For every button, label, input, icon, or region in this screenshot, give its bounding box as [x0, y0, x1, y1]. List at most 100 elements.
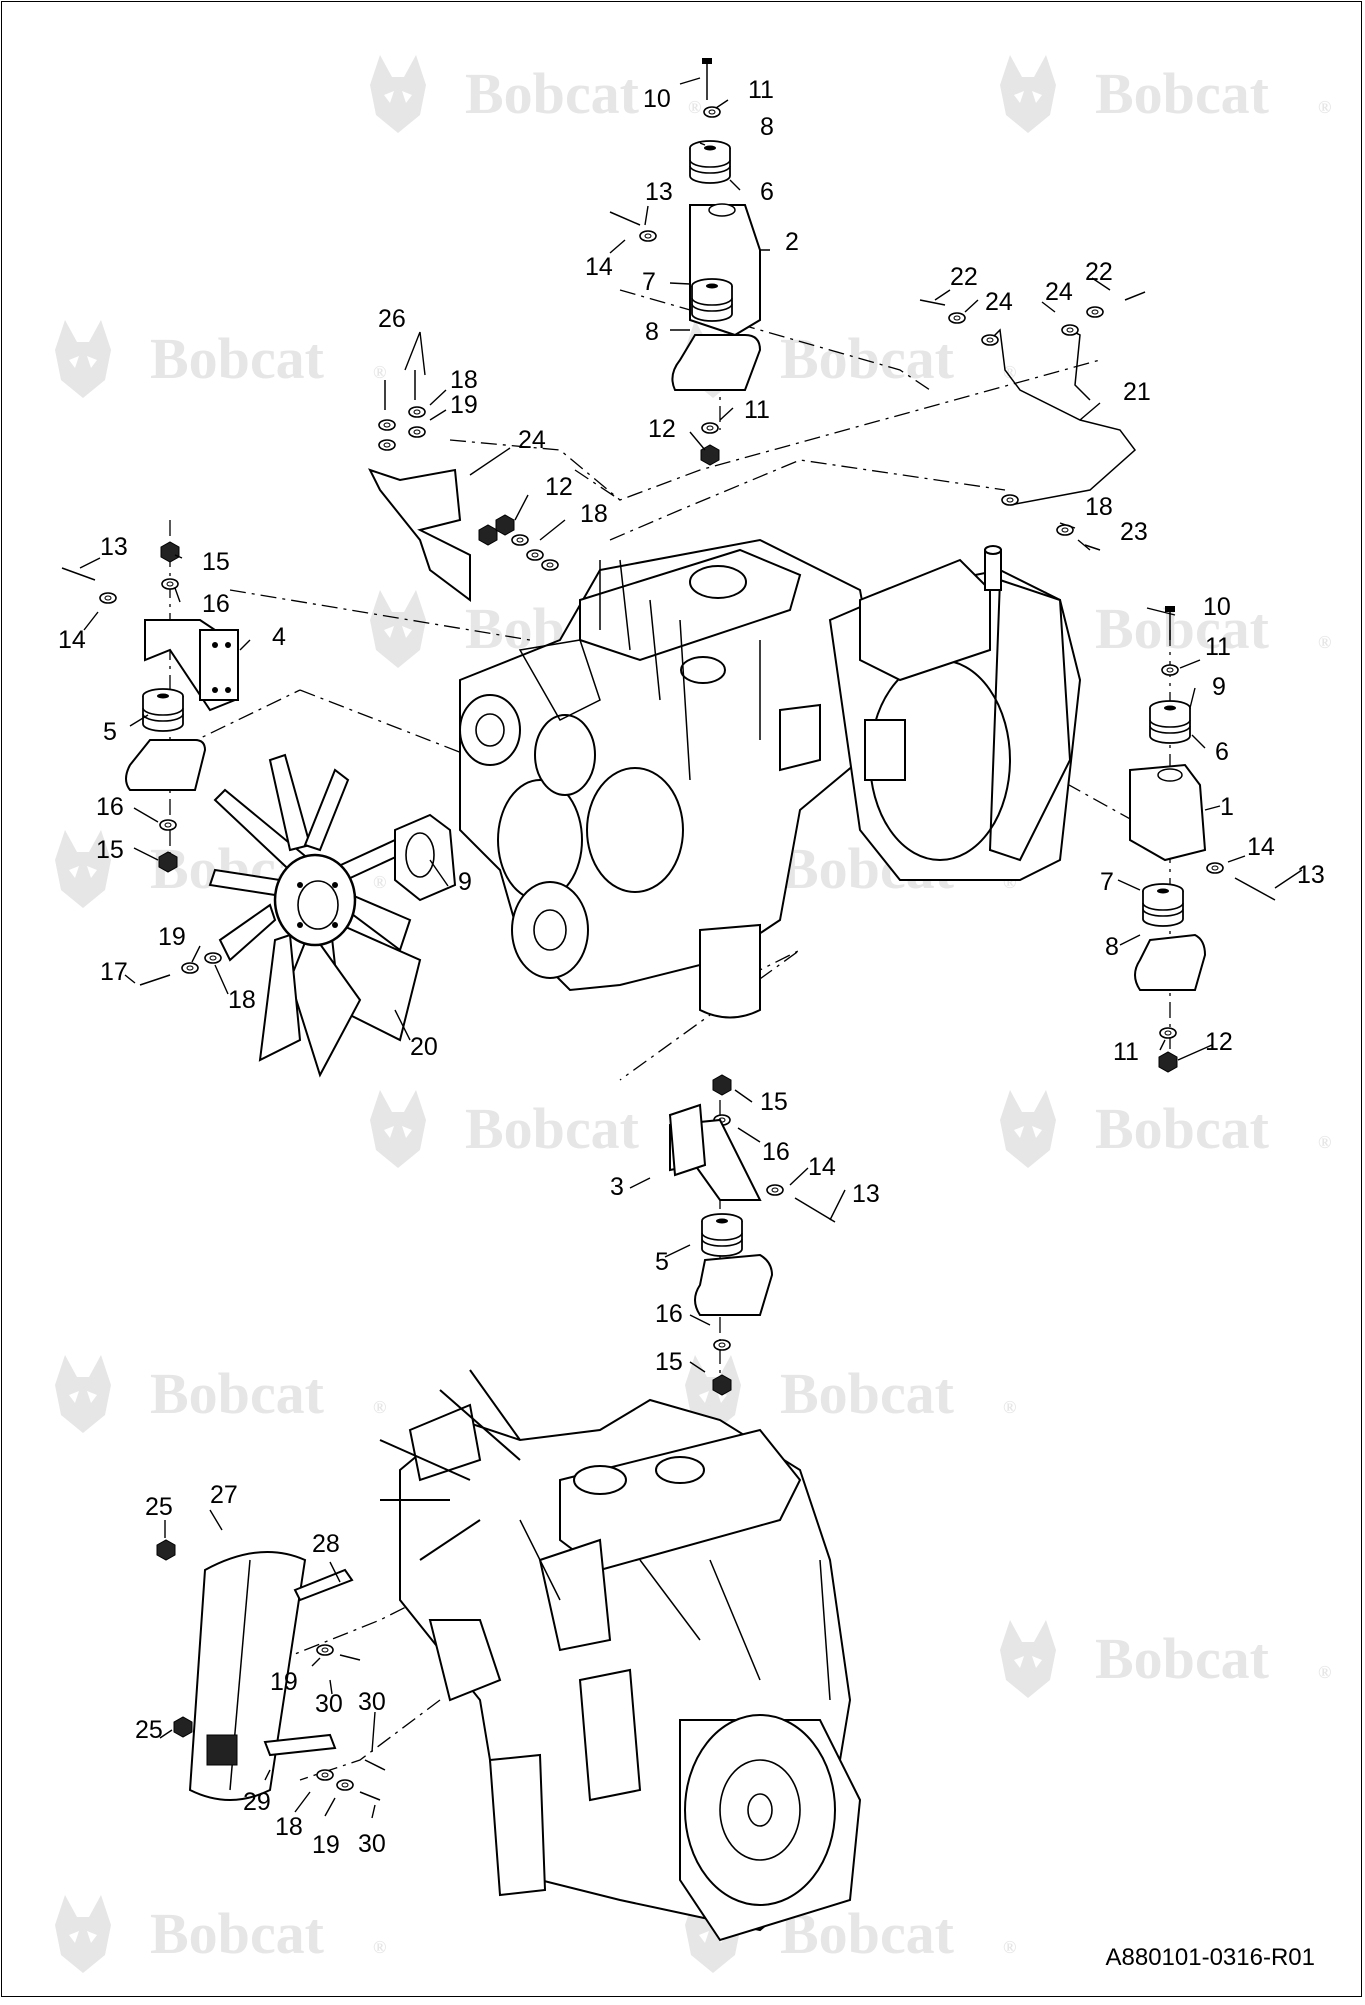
- engine-assembly-main: [459, 538, 1082, 1019]
- callout-15: 15: [202, 548, 230, 576]
- watermark-text: Bobcat: [465, 1096, 640, 1161]
- callout-24: 24: [1045, 278, 1073, 306]
- callout-7: 7: [642, 268, 656, 296]
- callout-13: 13: [852, 1180, 880, 1208]
- drawing-number: A880101-0316-R01: [1105, 1944, 1316, 1971]
- callout-27: 27: [210, 1481, 238, 1509]
- watermark-registered-mark: ®: [1318, 1132, 1331, 1152]
- leader-lines: [79, 77, 1303, 1819]
- callout-14: 14: [58, 626, 86, 654]
- callout-29: 29: [243, 1788, 271, 1816]
- callout-26: 26: [378, 305, 406, 333]
- callout-30: 30: [315, 1690, 343, 1718]
- watermark: Bobcat ®: [55, 1895, 386, 1973]
- watermark-text: Bobcat: [1095, 1096, 1270, 1161]
- callout-21: 21: [1123, 378, 1151, 406]
- watermark-registered-mark: ®: [373, 872, 386, 892]
- watermark-registered-mark: ®: [373, 1937, 386, 1957]
- callout-24: 24: [985, 288, 1013, 316]
- callout-19: 19: [312, 1831, 340, 1859]
- watermark-registered-mark: ®: [1318, 632, 1331, 652]
- callout-19: 19: [270, 1668, 298, 1696]
- callout-14: 14: [1247, 833, 1275, 861]
- callout-13: 13: [100, 533, 128, 561]
- callout-labels: 1 2 3 4 5 5 6 6 7 7 8 8 8 9 9 10 10 11 1…: [58, 76, 1325, 1859]
- callout-18: 18: [228, 986, 256, 1014]
- watermark-text: Bobcat: [150, 326, 325, 391]
- watermark-registered-mark: ®: [1003, 1937, 1016, 1957]
- callout-23: 23: [1120, 518, 1148, 546]
- watermark-registered-mark: ®: [1003, 1397, 1016, 1417]
- watermark-text: Bobcat: [150, 1361, 325, 1426]
- callout-15: 15: [655, 1348, 683, 1376]
- callout-16: 16: [96, 793, 124, 821]
- watermark: Bobcat®: [370, 1090, 701, 1168]
- callout-15: 15: [760, 1088, 788, 1116]
- callout-25: 25: [135, 1716, 163, 1744]
- callout-8: 8: [760, 113, 774, 141]
- watermark-registered-mark: ®: [373, 1397, 386, 1417]
- callout-13: 13: [1297, 861, 1325, 889]
- callout-18: 18: [275, 1813, 303, 1841]
- left-engine-mount: [61, 541, 239, 873]
- callout-20: 20: [410, 1033, 438, 1061]
- callout-13: 13: [645, 178, 673, 206]
- callout-12: 12: [1205, 1028, 1233, 1056]
- callout-8: 8: [645, 318, 659, 346]
- watermark: Bobcat ®: [685, 1355, 1016, 1433]
- callout-30: 30: [358, 1688, 386, 1716]
- callout-10: 10: [1203, 593, 1231, 621]
- watermark: Bobcat®: [685, 320, 1016, 398]
- fan-20: [139, 753, 457, 1078]
- watermark-registered-mark: ®: [688, 97, 701, 117]
- callout-19: 19: [450, 391, 478, 419]
- watermark-registered-mark: ®: [373, 362, 386, 382]
- callout-11: 11: [1205, 633, 1231, 661]
- callout-8: 8: [1105, 933, 1119, 961]
- callout-14: 14: [808, 1153, 836, 1181]
- watermark-text: Bobcat: [150, 1901, 325, 1966]
- watermark-registered-mark: ®: [1318, 1662, 1331, 1682]
- callout-5: 5: [655, 1248, 669, 1276]
- callout-14: 14: [585, 253, 613, 281]
- watermark-registered-mark: ®: [1318, 97, 1331, 117]
- watermark: Bobcat ®: [1000, 1090, 1331, 1168]
- callout-18: 18: [450, 366, 478, 394]
- callout-11: 11: [1113, 1038, 1139, 1066]
- callout-19: 19: [158, 923, 186, 951]
- callout-30: 30: [358, 1830, 386, 1858]
- callout-12: 12: [545, 473, 573, 501]
- watermark: Bobcat ®: [55, 1355, 386, 1433]
- watermark-text: Bobcat: [1095, 1626, 1270, 1691]
- callout-2: 2: [785, 228, 799, 256]
- callout-16: 16: [655, 1300, 683, 1328]
- callout-7: 7: [1100, 868, 1114, 896]
- watermark-text: Bobcat: [465, 61, 640, 126]
- callout-6: 6: [760, 178, 774, 206]
- callout-3: 3: [610, 1173, 624, 1201]
- callout-10: 10: [643, 85, 671, 113]
- callout-4: 4: [272, 623, 286, 651]
- watermark: Bobcat ®: [1000, 55, 1331, 133]
- watermark: Bobcat ®: [1000, 590, 1331, 668]
- watermark-text: Bobcat: [1095, 61, 1270, 126]
- right-engine-mount: [1129, 606, 1276, 1073]
- front-engine-mount: [668, 1074, 836, 1396]
- callout-18: 18: [580, 500, 608, 528]
- callout-22: 22: [1085, 258, 1113, 286]
- callout-16: 16: [762, 1138, 790, 1166]
- watermark: Bobcat ®: [1000, 1620, 1331, 1698]
- callout-9: 9: [458, 868, 472, 896]
- callout-28: 28: [312, 1530, 340, 1558]
- watermark-registered-mark: ®: [1003, 362, 1016, 382]
- callout-17: 17: [100, 958, 128, 986]
- callout-24: 24: [518, 426, 546, 454]
- watermark-text: Bobcat: [780, 1361, 955, 1426]
- watermark-text: Bobcat: [1095, 596, 1270, 661]
- bracket-24-assembly: [368, 370, 559, 602]
- watermark: Bobcat ®: [370, 55, 701, 133]
- callout-11: 11: [744, 396, 770, 424]
